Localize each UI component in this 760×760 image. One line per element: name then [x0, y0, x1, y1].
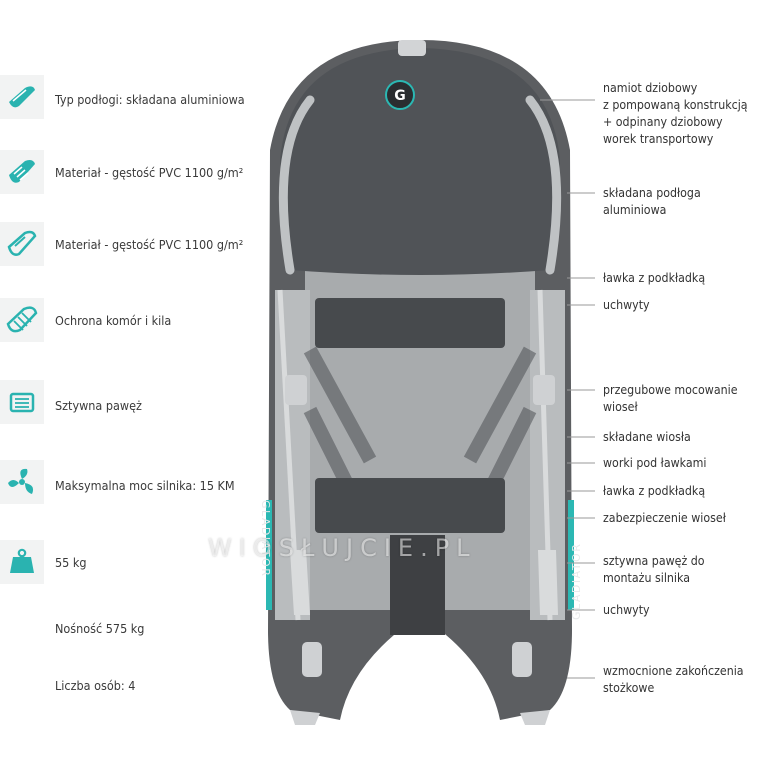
oar-left-blade	[290, 550, 310, 615]
feature-label-material: Materiał - gęstość PVC 1100 g/m²	[55, 165, 244, 180]
oar-right-blade	[538, 550, 558, 615]
watermark: WIOSŁUJCIE.PL	[208, 534, 477, 562]
brand-logo-letter: G	[394, 88, 406, 104]
feature-floor	[0, 75, 44, 119]
feature-engine	[0, 460, 44, 504]
accent-strip-left	[266, 500, 272, 610]
keel-protection-icon	[0, 298, 44, 342]
feature-material	[0, 150, 44, 194]
boat-pvc-material-icon	[0, 150, 44, 194]
stern-handle-right	[512, 642, 532, 677]
bench-front	[315, 298, 505, 348]
callout-bench-bags: worki pod ławkami	[603, 456, 707, 470]
callout-oarlocks: przegubowe mocowanie wioseł	[603, 383, 738, 414]
rigid-transom-icon	[0, 380, 44, 424]
spec-persons: Liczba osób: 4	[55, 678, 136, 693]
brand-logo	[385, 80, 415, 110]
feature-label-transom: Sztywna pawęż	[55, 398, 142, 413]
cone-tip-left	[290, 710, 320, 725]
feature-label-weight: 55 kg	[55, 555, 87, 570]
bow-tent	[280, 48, 560, 275]
feature-material-alt	[0, 222, 44, 266]
oarlock-right	[533, 375, 555, 405]
weight-icon	[0, 540, 44, 584]
feature-label-material-alt: Materiał - gęstość PVC 1100 g/m²	[55, 237, 244, 252]
cone-tip-right	[520, 710, 550, 725]
callout-handles-rear: uchwyty	[603, 603, 650, 617]
feature-transom	[0, 380, 44, 424]
callout-oar-lock: zabezpieczenie wioseł	[603, 511, 726, 525]
feature-label-engine: Maksymalna moc silnika: 15 KM	[55, 478, 235, 493]
stern-handle-left	[302, 642, 322, 677]
floor-pattern	[303, 346, 537, 494]
side-brand-text-right: GLADIATOR	[570, 543, 583, 620]
propeller-icon	[0, 460, 44, 504]
boat-illustration: G GLADIATOR GLADIATOR	[259, 40, 583, 725]
callout-handles-front: uchwyty	[603, 298, 650, 312]
callout-oars: składane wiosła	[603, 430, 691, 444]
bow-tent-frame	[278, 95, 562, 275]
callout-bench-front: ławka z podkładką	[603, 271, 706, 285]
oarlock-left	[285, 375, 307, 405]
boat-pvc-material-alt-icon	[0, 222, 44, 266]
feature-keel	[0, 298, 44, 342]
callout-bench-rear: ławka z podkładką	[603, 484, 706, 498]
bow-handle	[398, 40, 426, 56]
callout-floor: składana podłoga aluminiowa	[603, 186, 701, 217]
bench-rear	[315, 478, 505, 533]
feature-label-floor: Typ podłogi: składana aluminiowa	[55, 92, 245, 107]
spec-capacity: Nośność 575 kg	[55, 621, 145, 636]
feature-weight	[0, 540, 44, 584]
transom	[390, 535, 445, 635]
side-brand-text-left: GLADIATOR	[259, 500, 272, 577]
feature-label-keel: Ochrona komór i kila	[55, 313, 172, 328]
boat-aluminium-floor-icon	[0, 75, 44, 119]
accent-strip-right	[568, 500, 574, 610]
